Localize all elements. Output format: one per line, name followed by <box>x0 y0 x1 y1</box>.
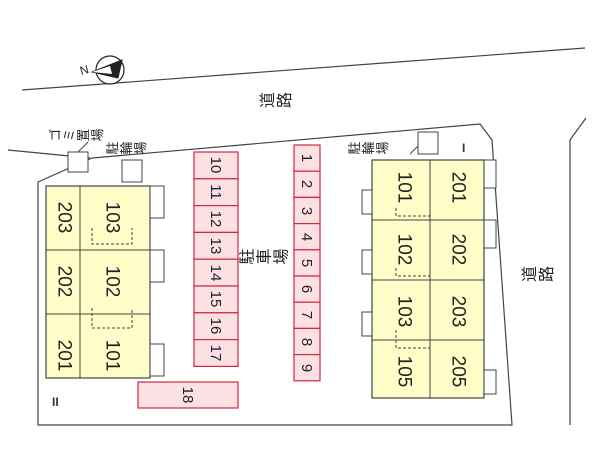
unit-103-i: 103 <box>393 295 415 328</box>
parking-slot-14-cell <box>193 258 239 287</box>
unit-105-i: 105 <box>393 355 415 388</box>
parking-slot-8-cell <box>293 327 321 356</box>
parking-lot-label: 駐車場 <box>238 250 290 268</box>
garbage-area-label: ゴミ置場 <box>48 128 105 144</box>
road-right-label: 道路 <box>521 268 555 285</box>
building-i-shape <box>361 159 497 399</box>
parking-slot-3-cell <box>293 196 321 225</box>
parking-slot-9: 9 <box>298 363 316 372</box>
unit-202-ii: 202 <box>53 265 75 298</box>
parking-slot-18-cell <box>137 381 239 409</box>
road-top-label: 道路 <box>259 94 293 111</box>
unit-201-ii: 201 <box>53 339 75 372</box>
parking-slot-15-cell <box>193 285 239 314</box>
unit-102-i: 102 <box>393 233 415 266</box>
parking-slot-2-cell <box>293 170 321 198</box>
garbage-area-box <box>67 151 89 173</box>
parking-slot-13-cell <box>193 231 239 260</box>
unit-103-ii: 103 <box>101 201 123 234</box>
north-arrow-icon <box>90 55 125 85</box>
parking-slot-10-cell <box>193 151 239 180</box>
building-ii-label: II <box>52 395 59 409</box>
unit-203-ii: 203 <box>53 201 75 234</box>
bike-parking-right-label: 駐輪場 <box>347 141 390 157</box>
building-ii-shape <box>45 185 165 379</box>
building-i-label: I <box>462 141 466 155</box>
parking-slot-1-cell <box>293 144 321 172</box>
bike-parking-right-box <box>417 131 439 155</box>
unit-203-i: 203 <box>447 295 469 328</box>
road-right-edge-upper <box>569 117 587 141</box>
parking-slot-12-cell <box>193 205 239 234</box>
unit-201-i: 201 <box>447 171 469 204</box>
parking-slot-11-cell <box>193 178 239 207</box>
bike-parking-left-label: 駐輪場 <box>105 141 148 157</box>
unit-102-ii: 102 <box>101 265 123 298</box>
unit-101-i: 101 <box>393 171 415 204</box>
parking-slot-17: 17 <box>207 344 225 362</box>
unit-202-i: 202 <box>447 233 469 266</box>
unit-205-i: 205 <box>447 355 469 388</box>
bike-parking-left-box <box>121 159 143 183</box>
parking-slot-17-cell <box>193 339 239 368</box>
parking-slot-9-cell <box>293 354 321 382</box>
parking-cells <box>137 144 321 409</box>
parking-slot-4-cell <box>293 223 321 251</box>
unit-101-ii: 101 <box>101 339 123 372</box>
parking-slot-18: 18 <box>179 386 197 404</box>
